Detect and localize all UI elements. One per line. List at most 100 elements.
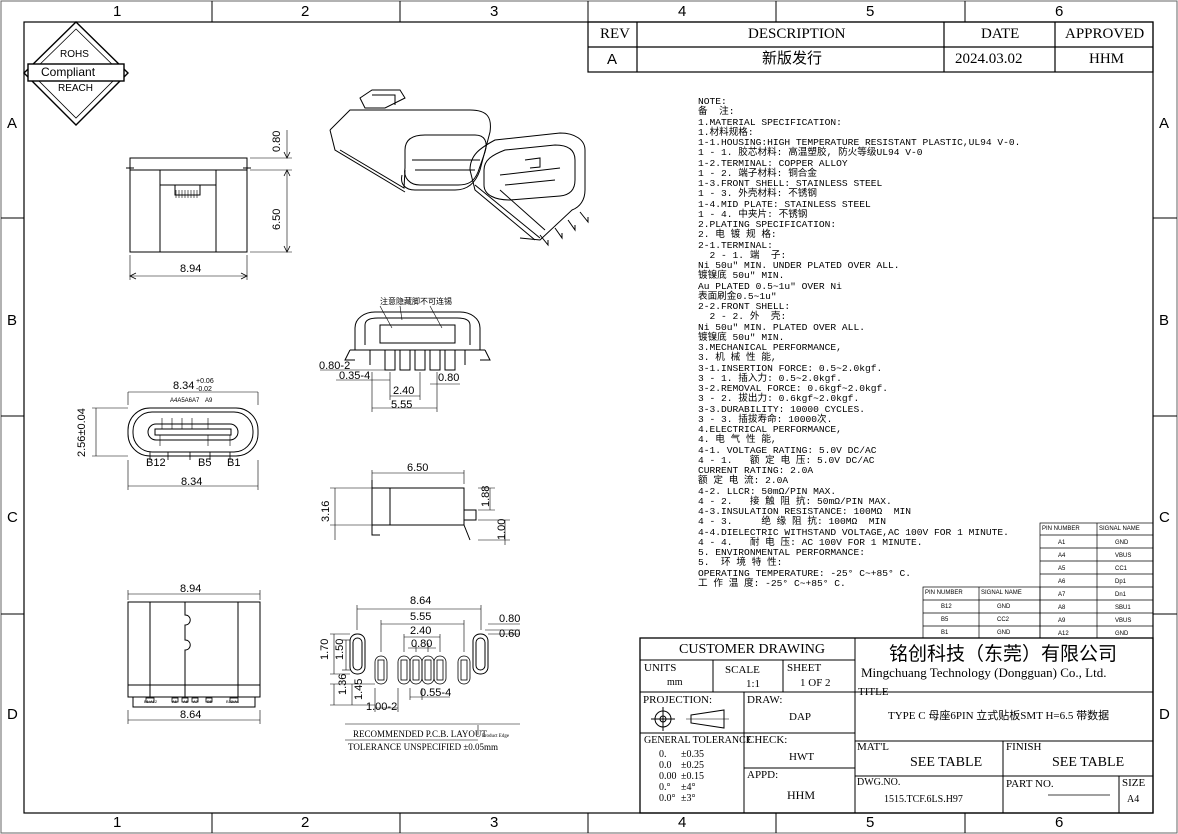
scale-label: SCALE xyxy=(725,664,760,676)
fp-title: RECOMMENDED P.C.B. LAYOUT xyxy=(353,729,487,739)
side-h1-dim: 0.80 xyxy=(271,130,283,152)
col-label-5b: 5 xyxy=(866,814,875,831)
signal-name-cell: CC2 xyxy=(997,617,1010,623)
pin-number-cell: A6 xyxy=(1058,579,1066,585)
front-top-dim: 8.34 xyxy=(173,380,195,392)
signal-name-cell: Dn1 xyxy=(1115,592,1127,598)
note-line: Au PLATED 0.5~1u" OVER Ni xyxy=(698,280,842,292)
size-label: SIZE xyxy=(1122,777,1146,789)
note-line: 备 注: xyxy=(698,106,735,118)
side-h2-dim: 6.50 xyxy=(271,208,283,230)
fp-i-dim: 1.36 xyxy=(337,673,349,695)
note-line: Ni 50u" MIN. UNDER PLATED OVER ALL. xyxy=(698,260,900,271)
signal-name-cell: GND xyxy=(997,630,1011,636)
tolerance-precision: 0.° xyxy=(659,782,671,793)
note-line: 4-1. VOLTAGE RATING: 5.0V DC/AC xyxy=(698,444,877,456)
note-line: 1 - 2. 端子材料: 铜合金 xyxy=(698,167,817,179)
title-value: TYPE C 母座6PIN 立式贴板SMT H=6.5 带数据 xyxy=(888,710,1110,722)
rear-view xyxy=(330,470,510,545)
bottom-pin-2: A5 xyxy=(172,699,177,704)
fp-h-dim: 1.50 xyxy=(334,638,346,660)
col-label-6b: 6 xyxy=(1055,814,1064,831)
signal-name-cell: GND xyxy=(1115,540,1129,546)
note-line: 镀镍底 50u" MIN. xyxy=(698,270,785,282)
note-line: 3. 机 械 性 能, xyxy=(698,352,777,364)
col-label-4: 4 xyxy=(678,3,687,20)
bottom-pin-5: B5 xyxy=(207,699,212,704)
pin-number-cell: B5 xyxy=(941,617,949,623)
note-line: 5. 环 境 特 性: xyxy=(698,557,783,569)
bottom-bottom-dim: 8.64 xyxy=(180,709,202,721)
col-label-3: 3 xyxy=(490,3,499,20)
front-view xyxy=(92,391,259,490)
note-line: 3 - 3. 插拔寿命: 10000次. xyxy=(698,413,833,425)
tolerance-value: ±4° xyxy=(681,782,696,793)
note-line: 5. ENVIRONMENTAL PERFORMANCE: xyxy=(698,547,865,558)
note-line: NOTE: xyxy=(698,96,727,107)
note-line: 1 - 4. 中夹片: 不锈钢 xyxy=(698,208,808,220)
signal-name-cell: GND xyxy=(997,604,1011,610)
date-header: DATE xyxy=(981,26,1020,42)
tolerance-value: ±3° xyxy=(681,793,696,804)
side-width-dim: 8.94 xyxy=(180,263,202,275)
draw-value: DAP xyxy=(789,711,812,723)
note-line: 4 - 1. 额 定 电 压: 5.0V DC/AC xyxy=(698,454,875,466)
note-line: 额 定 电 流: 2.0A xyxy=(698,475,789,487)
units-value: mm xyxy=(667,677,683,688)
matl-value: SEE TABLE xyxy=(910,755,983,770)
front-h-dim: 2.56±0.04 xyxy=(76,408,88,457)
bottom-pin-6: B12/A1 xyxy=(226,699,240,704)
note-line: 1 - 1. 胶芯材料: 高温塑胶, 防火等级UL94 V-0 xyxy=(698,147,923,159)
matl-label: MAT'L xyxy=(857,741,889,753)
title-block-grid xyxy=(639,637,1154,814)
signal-name-header: SIGNAL NAME xyxy=(1099,526,1140,532)
note-line: 3 - 1. 插入力: 0.5~2.0kgf. xyxy=(698,372,842,384)
hidden-pin-note: 注意隐藏脚不可连锡 xyxy=(380,297,452,306)
note-line: 1.MATERIAL SPECIFICATION: xyxy=(698,116,842,128)
side-view xyxy=(126,130,292,280)
note-line: 表面刷金0.5~1u" xyxy=(698,290,777,302)
col-label-1: 1 xyxy=(113,3,122,20)
note-line: 4.ELECTRICAL PERFORMANCE, xyxy=(698,424,842,435)
finish-value: SEE TABLE xyxy=(1052,755,1125,770)
col-label-3b: 3 xyxy=(490,814,499,831)
rohs-logo xyxy=(23,21,129,126)
fp-c-dim: 2.40 xyxy=(410,625,432,637)
compliant-label: Compliant xyxy=(41,65,96,79)
col-label-5: 5 xyxy=(866,3,875,20)
rear-top-dim: 6.50 xyxy=(407,462,429,474)
note-line: 1-1.HOUSING:HIGH TEMPERATURE RESISTANT P… xyxy=(698,137,1021,148)
tolerance-precision: 0.00 xyxy=(659,771,677,782)
pcb-dim-a: 0.80-2 xyxy=(319,360,351,372)
rear-h2-dim: 1.88 xyxy=(480,485,492,507)
pin-table-left-grid xyxy=(922,586,1041,639)
fp-edge: Product Edge xyxy=(482,734,510,739)
tolerance-precision: 0. xyxy=(659,749,667,760)
pin-number-cell: A4 xyxy=(1058,553,1066,559)
check-label: CHECK: xyxy=(747,734,788,746)
tolerance-value: ±0.35 xyxy=(681,749,704,760)
reach-label: REACH xyxy=(58,83,94,94)
row-label-d-right: D xyxy=(1159,706,1170,723)
pin-number-cell: A1 xyxy=(1058,540,1066,546)
bottom-pin-4: A7 xyxy=(193,699,198,704)
approved-value: HHM xyxy=(1089,51,1125,67)
pcb-dim-e: 5.55 xyxy=(391,399,413,411)
size-value: A4 xyxy=(1127,794,1140,805)
col-label-1b: 1 xyxy=(113,814,122,831)
note-line: 1.材料规格: xyxy=(698,126,754,138)
note-line: 3.MECHANICAL PERFORMANCE, xyxy=(698,342,842,353)
approved-header: APPROVED xyxy=(1065,26,1145,42)
col-label-2b: 2 xyxy=(301,814,310,831)
signal-name-cell: Dp1 xyxy=(1115,579,1127,585)
row-label-d: D xyxy=(7,706,18,723)
tolerance-precision: 0.0 xyxy=(659,760,672,771)
pcb-dim-b: 0.35-4 xyxy=(339,370,371,382)
fp-w-dim: 8.64 xyxy=(410,595,432,607)
front-pin-a9: A9 xyxy=(205,398,213,404)
signal-name-cell: VBUS xyxy=(1115,618,1132,624)
front-b5: B5 xyxy=(198,457,212,469)
signal-name-cell: GND xyxy=(1115,631,1129,637)
